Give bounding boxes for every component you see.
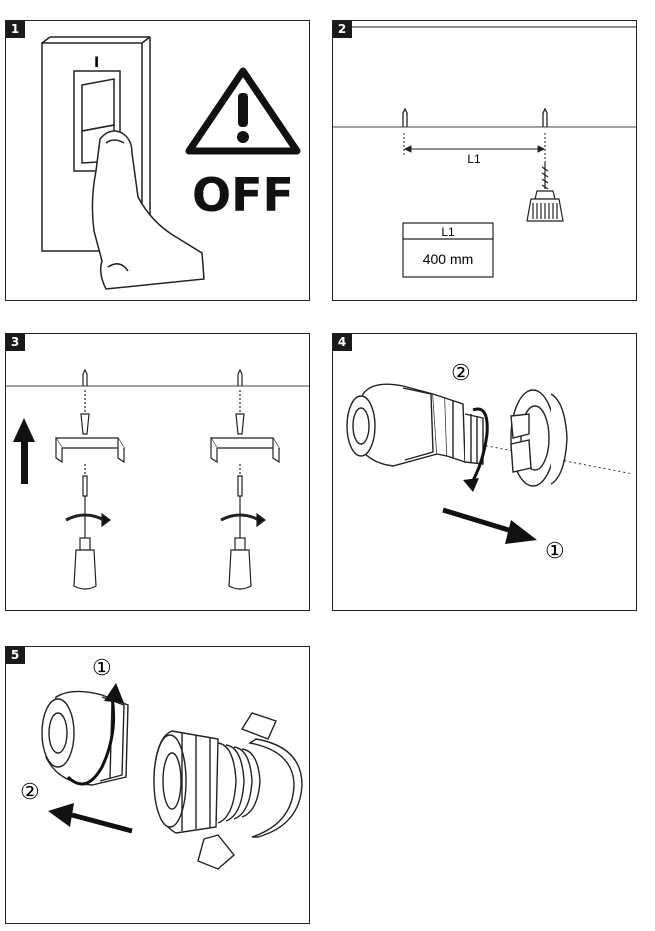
dimension-label: L1 [467,152,481,166]
step-marker-2: ② [451,361,471,386]
cable-gland-icon [526,163,564,222]
step-4-illustration: ① ② [346,361,634,564]
dimension-l1 [403,133,546,163]
pull-arrow-icon [48,803,133,834]
step-5-panel: 5 ① ② [5,646,310,924]
mounting-bracket-right [209,368,281,497]
cable-gland-cap [346,383,484,467]
step-2-panel: 2 L1 [332,20,637,301]
cable-gland-cap [41,690,129,786]
step-3-panel: 3 [5,333,310,611]
step-4-panel: 4 [332,333,637,611]
step-number: 4 [333,334,352,351]
step-marker-2: ② [20,780,40,805]
switch-on-mark: I [94,55,99,71]
screwdriver-icon-left [65,496,111,590]
step-number: 1 [6,21,25,38]
step-number: 2 [333,21,352,38]
warning-triangle-icon [185,67,301,155]
step-marker-1: ① [92,656,112,681]
step-2-illustration: L1 L1 400 mm [333,26,636,278]
step-marker-1: ① [545,539,565,564]
table-value: 400 mm [423,251,474,267]
threaded-gland-body [153,712,303,870]
step-number: 5 [6,647,25,664]
pull-arrow-icon [442,507,537,544]
hand-icon [91,130,205,290]
locking-nut [510,389,568,487]
rotate-arrow-icon [66,696,116,786]
step-1-illustration: I OFF [41,36,301,290]
step-5-illustration: ① ② [20,656,303,870]
ceiling-hook-icon [402,107,548,127]
screwdriver-icon-right [220,496,266,590]
off-warning-text: OFF [192,168,294,222]
step-number: 3 [6,334,25,351]
up-arrow-icon [13,418,35,484]
wall-switch-plate [41,36,151,252]
table-header: L1 [441,225,455,239]
step-1-panel: 1 I OFF [5,20,310,301]
step-3-illustration [6,368,309,590]
mounting-bracket-left [54,368,126,497]
dimension-table [402,222,494,278]
rotate-arrow-icon [469,407,489,485]
